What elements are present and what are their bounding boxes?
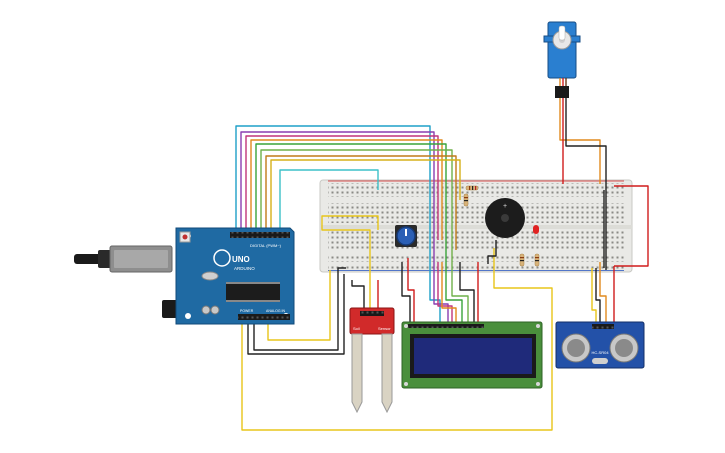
wire-black-gnd-2 [247, 274, 345, 355]
wire-cyan-1 [235, 125, 431, 244]
wire-black-lcd [401, 262, 411, 322]
soil-label-left: Soil [353, 326, 360, 331]
wire-cyan-2 [279, 169, 379, 232]
wire-green-2 [260, 149, 453, 256]
arduino-uno[interactable]: DIGITAL (PWM~) UNO ARDUINO POWER ANALOG … [74, 227, 295, 325]
wire-black-buzzer [487, 240, 497, 264]
wire-purple-lcd [433, 246, 449, 322]
wire-magenta-1 [245, 135, 439, 240]
breadboard [319, 179, 633, 273]
wire-purple-1 [240, 131, 435, 246]
wire-green-lcd [445, 256, 463, 322]
power-label: POWER [240, 309, 254, 313]
red-led [533, 225, 539, 240]
resistor-2 [463, 193, 469, 207]
wire-yellow-loop [241, 248, 553, 431]
wire-green-lcd-2 [451, 256, 469, 322]
wire-yellow-soil [321, 215, 379, 310]
wire-yellow-a0 [267, 270, 331, 341]
wire-orange-2 [265, 155, 457, 250]
wire-black-us [595, 268, 601, 322]
arduino-model: UNO [232, 255, 250, 264]
wire-black-servo [565, 92, 607, 270]
piezo-buzzer: + [485, 198, 525, 238]
wire-orange-lcd [441, 262, 457, 322]
wire-yellow-us [591, 268, 597, 322]
wire-black-gnd [253, 267, 346, 351]
svg-text:+: + [503, 203, 507, 210]
wire-black-lcd-2 [459, 262, 475, 322]
potentiometer[interactable] [395, 225, 417, 247]
arduino-brand: ARDUINO [234, 266, 255, 271]
ultrasonic-label: HC-SR04 [591, 350, 609, 355]
usb-cable-plug [74, 254, 104, 264]
wire-green-1 [255, 143, 447, 256]
soil-label-right: Sensor [378, 326, 391, 331]
soil-moisture-sensor[interactable]: Soil Sensor [349, 307, 395, 414]
resistor-3 [519, 253, 525, 267]
wire-yellow-1 [270, 159, 461, 232]
wire-orange-servo [559, 92, 601, 184]
microcontroller-chip [226, 284, 280, 300]
wire-red-lcd [407, 258, 415, 322]
wire-magenta-lcd [437, 262, 453, 322]
lcd-16x2[interactable] [401, 321, 543, 389]
wire-black-soil [351, 280, 365, 310]
wires [235, 92, 649, 431]
analog-label: ANALOG IN [266, 309, 286, 313]
digital-header-label: DIGITAL (PWM~) [250, 243, 282, 248]
wire-cyan-lcd [429, 244, 441, 322]
arduino-logo [213, 249, 231, 267]
wire-orange-1 [250, 139, 443, 240]
ultrasonic-sensor[interactable]: HC-SR04 [555, 321, 645, 369]
wire-orange-us [599, 262, 607, 322]
wire-red-rail [614, 185, 649, 267]
resistor-1 [465, 185, 479, 191]
servo-motor[interactable] [543, 21, 581, 98]
resistor-4 [534, 253, 540, 267]
